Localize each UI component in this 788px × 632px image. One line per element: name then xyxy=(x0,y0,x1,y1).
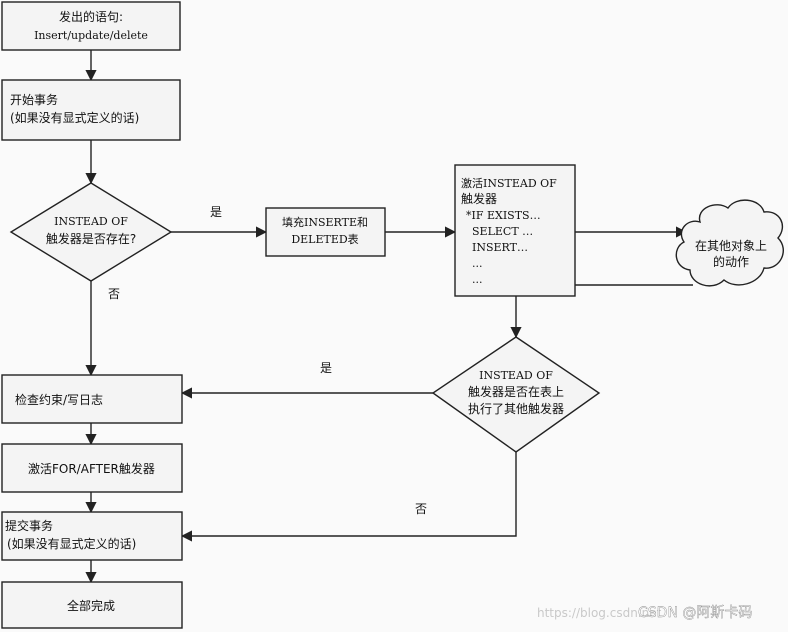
edge-decision2-commit xyxy=(180,452,517,542)
node-commit-transaction: 提交事务 (如果没有显式定义的话) xyxy=(1,511,183,561)
cloud-line2: 的动作 xyxy=(713,254,749,269)
activate-line2: 触发器 xyxy=(461,191,497,206)
commit-line1: 提交事务 xyxy=(5,518,53,533)
after-label: 激活FOR/AFTER触发器 xyxy=(28,461,155,476)
node-begin-transaction: 开始事务 (如果没有显式定义的话) xyxy=(1,79,181,141)
activate-line7: ... xyxy=(472,273,483,286)
commit-line2: (如果没有显式定义的话) xyxy=(7,536,136,551)
label-exists-yes: 是 xyxy=(210,205,222,219)
node-decision-instead-exists: INSTEAD OF 触发器是否存在? xyxy=(9,182,173,282)
statement-line1: 发出的语句: xyxy=(59,9,123,24)
node-fill-tables: 填充INSERTE和 DELETED表 xyxy=(265,207,386,257)
watermark-brand: CSDN @阿斯卡码 xyxy=(638,605,752,621)
node-done: 全部完成 xyxy=(1,581,183,629)
node-activate-instead: 激活INSTEAD OF 触发器 *IF EXISTS… SELECT … IN… xyxy=(454,164,576,297)
fill-line2: DELETED表 xyxy=(291,232,358,246)
watermark-url: https://blog.csdn.net xyxy=(537,606,662,620)
label-exists-no: 否 xyxy=(108,287,120,301)
decision2-line1: INSTEAD OF xyxy=(479,369,553,382)
node-check-constraints: 检查约束/写日志 xyxy=(1,374,183,424)
decision2-line2: 触发器是否在表上 xyxy=(468,384,564,399)
begin-tx-line1: 开始事务 xyxy=(10,92,58,107)
check-label: 检查约束/写日志 xyxy=(15,392,103,407)
node-activate-after: 激活FOR/AFTER触发器 xyxy=(1,443,183,493)
node-other-objects-cloud: 在其他对象上 的动作 xyxy=(675,199,784,287)
label-other-no: 否 xyxy=(415,502,427,516)
begin-tx-line2: (如果没有显式定义的话) xyxy=(10,110,139,125)
decision1-line2: 触发器是否存在? xyxy=(46,231,136,246)
node-decision-instead-other: INSTEAD OF 触发器是否在表上 执行了其他触发器 xyxy=(431,336,601,453)
decision2-line3: 执行了其他触发器 xyxy=(468,401,564,416)
statement-line2: Insert/update/delete xyxy=(34,29,148,42)
activate-line5: INSERT… xyxy=(472,241,528,254)
activate-line6: ... xyxy=(472,257,483,270)
activate-line3: *IF EXISTS… xyxy=(466,209,541,222)
cloud-line1: 在其他对象上 xyxy=(695,239,767,253)
node-statement: 发出的语句: Insert/update/delete xyxy=(1,1,181,51)
decision1-line1: INSTEAD OF xyxy=(54,215,128,228)
connectors xyxy=(85,50,693,584)
done-label: 全部完成 xyxy=(67,598,115,613)
activate-line1: 激活INSTEAD OF xyxy=(461,176,557,190)
label-other-yes: 是 xyxy=(320,361,332,375)
activate-line4: SELECT … xyxy=(472,225,533,238)
fill-line1: 填充INSERTE和 xyxy=(282,215,368,229)
